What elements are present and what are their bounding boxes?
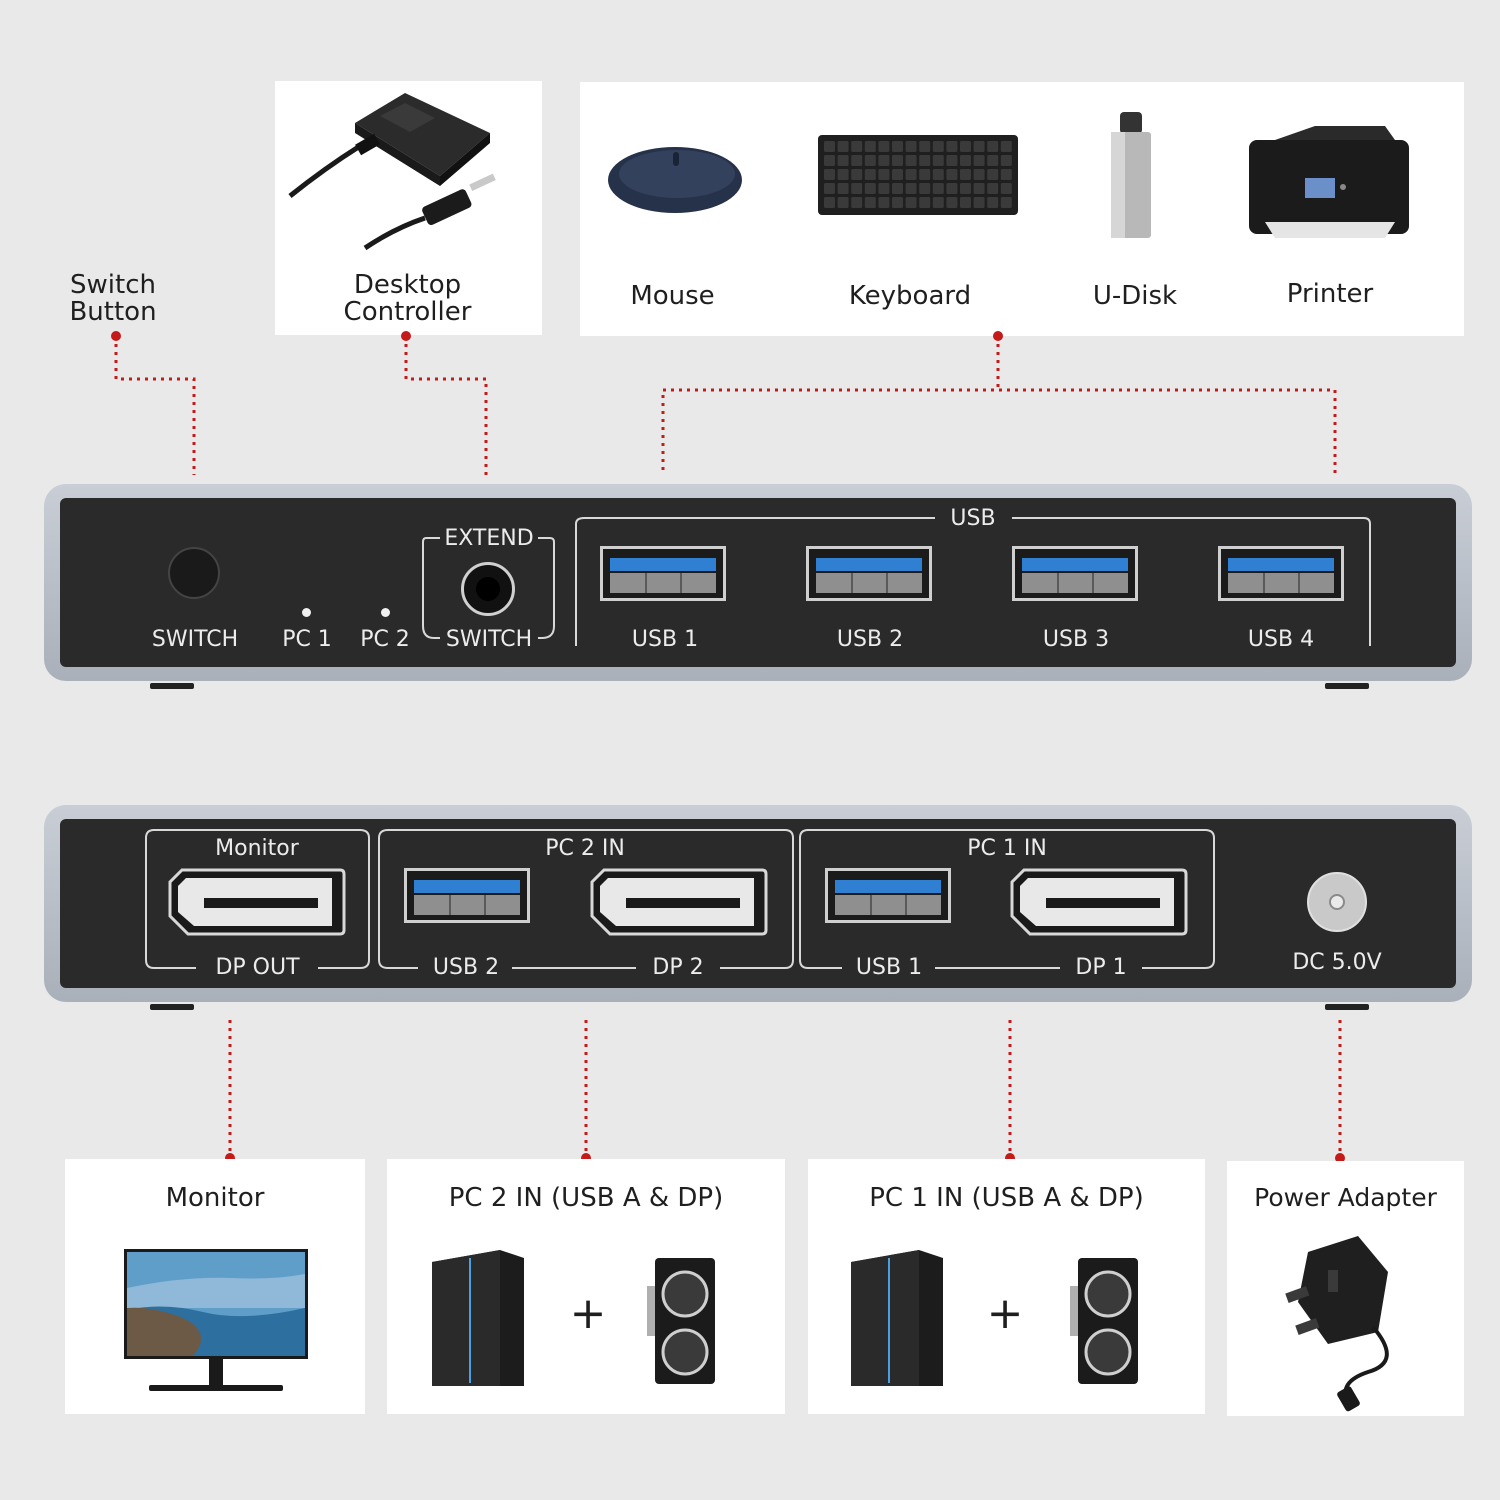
back-group-brackets <box>145 829 1215 969</box>
udisk-label: U-Disk <box>1092 281 1178 311</box>
pc2-dp-label: DP 2 <box>652 955 704 980</box>
pc2-plus: + <box>569 1288 607 1339</box>
usb-port-label-4: USB 4 <box>1247 627 1315 652</box>
usb-drive-icon <box>1111 112 1151 238</box>
front-usb-port-4[interactable] <box>1218 546 1344 601</box>
pc1-led-label: PC 1 <box>282 627 332 652</box>
pc2-tower-icon <box>432 1250 524 1386</box>
desktop-controller-icon <box>288 93 496 251</box>
dp-out-label: DP OUT <box>215 955 300 980</box>
extend-label: EXTEND <box>444 526 534 551</box>
printer-icon <box>1249 126 1409 238</box>
front-usb-port-2[interactable] <box>806 546 932 601</box>
dp-out-port[interactable] <box>168 868 346 936</box>
usb-port-label-1: USB 1 <box>631 627 699 652</box>
pc2-usb-port[interactable] <box>404 868 530 923</box>
front-usb-port-3[interactable] <box>1012 546 1138 601</box>
pc2-in-group-label: PC 2 IN <box>545 836 625 861</box>
pc1-usb-port[interactable] <box>825 868 951 923</box>
power-title: Power Adapter <box>1254 1183 1437 1212</box>
dc-power-jack[interactable] <box>1307 872 1367 932</box>
front-usb-port-1[interactable] <box>600 546 726 601</box>
pc1-plus: + <box>986 1288 1024 1339</box>
monitor-group-label: Monitor <box>215 836 299 861</box>
pc1-led <box>302 608 311 617</box>
pc2-usb-label: USB 2 <box>432 955 500 980</box>
extend-bracket <box>422 537 555 639</box>
usb-port-label-3: USB 3 <box>1042 627 1110 652</box>
pc2-led <box>381 608 390 617</box>
power-adapter-icon <box>1285 1236 1389 1412</box>
monitor-icon <box>124 1249 308 1391</box>
pc1-dp-label: DP 1 <box>1075 955 1127 980</box>
pc2-gpu-icon <box>647 1258 715 1384</box>
pc1-tower-icon <box>851 1250 943 1386</box>
pc1-usb-label: USB 1 <box>855 955 923 980</box>
pc1-title: PC 1 IN (USB A & DP) <box>869 1183 1144 1213</box>
extend-switch-label: SWITCH <box>445 627 533 652</box>
pc2-title: PC 2 IN (USB A & DP) <box>448 1183 724 1213</box>
usb-group-bracket <box>575 517 1371 646</box>
pc2-dp-port[interactable] <box>590 868 768 936</box>
switch-label: SWITCH <box>151 627 239 652</box>
extend-switch-jack[interactable] <box>461 562 515 616</box>
pc1-dp-port[interactable] <box>1010 868 1188 936</box>
monitor-title: Monitor <box>165 1183 265 1213</box>
switch-button[interactable] <box>168 547 220 599</box>
pc2-led-label: PC 2 <box>360 627 410 652</box>
pc1-gpu-icon <box>1070 1258 1138 1384</box>
keyboard-label: Keyboard <box>848 281 972 311</box>
printer-label: Printer <box>1286 279 1374 309</box>
usb-group-label: USB <box>950 506 996 531</box>
pc1-in-group-label: PC 1 IN <box>967 836 1047 861</box>
keyboard-icon <box>818 135 1018 215</box>
usb-port-label-2: USB 2 <box>836 627 904 652</box>
dc-label: DC 5.0V <box>1292 950 1382 975</box>
mouse-icon <box>608 147 742 213</box>
mouse-label: Mouse <box>630 281 715 311</box>
